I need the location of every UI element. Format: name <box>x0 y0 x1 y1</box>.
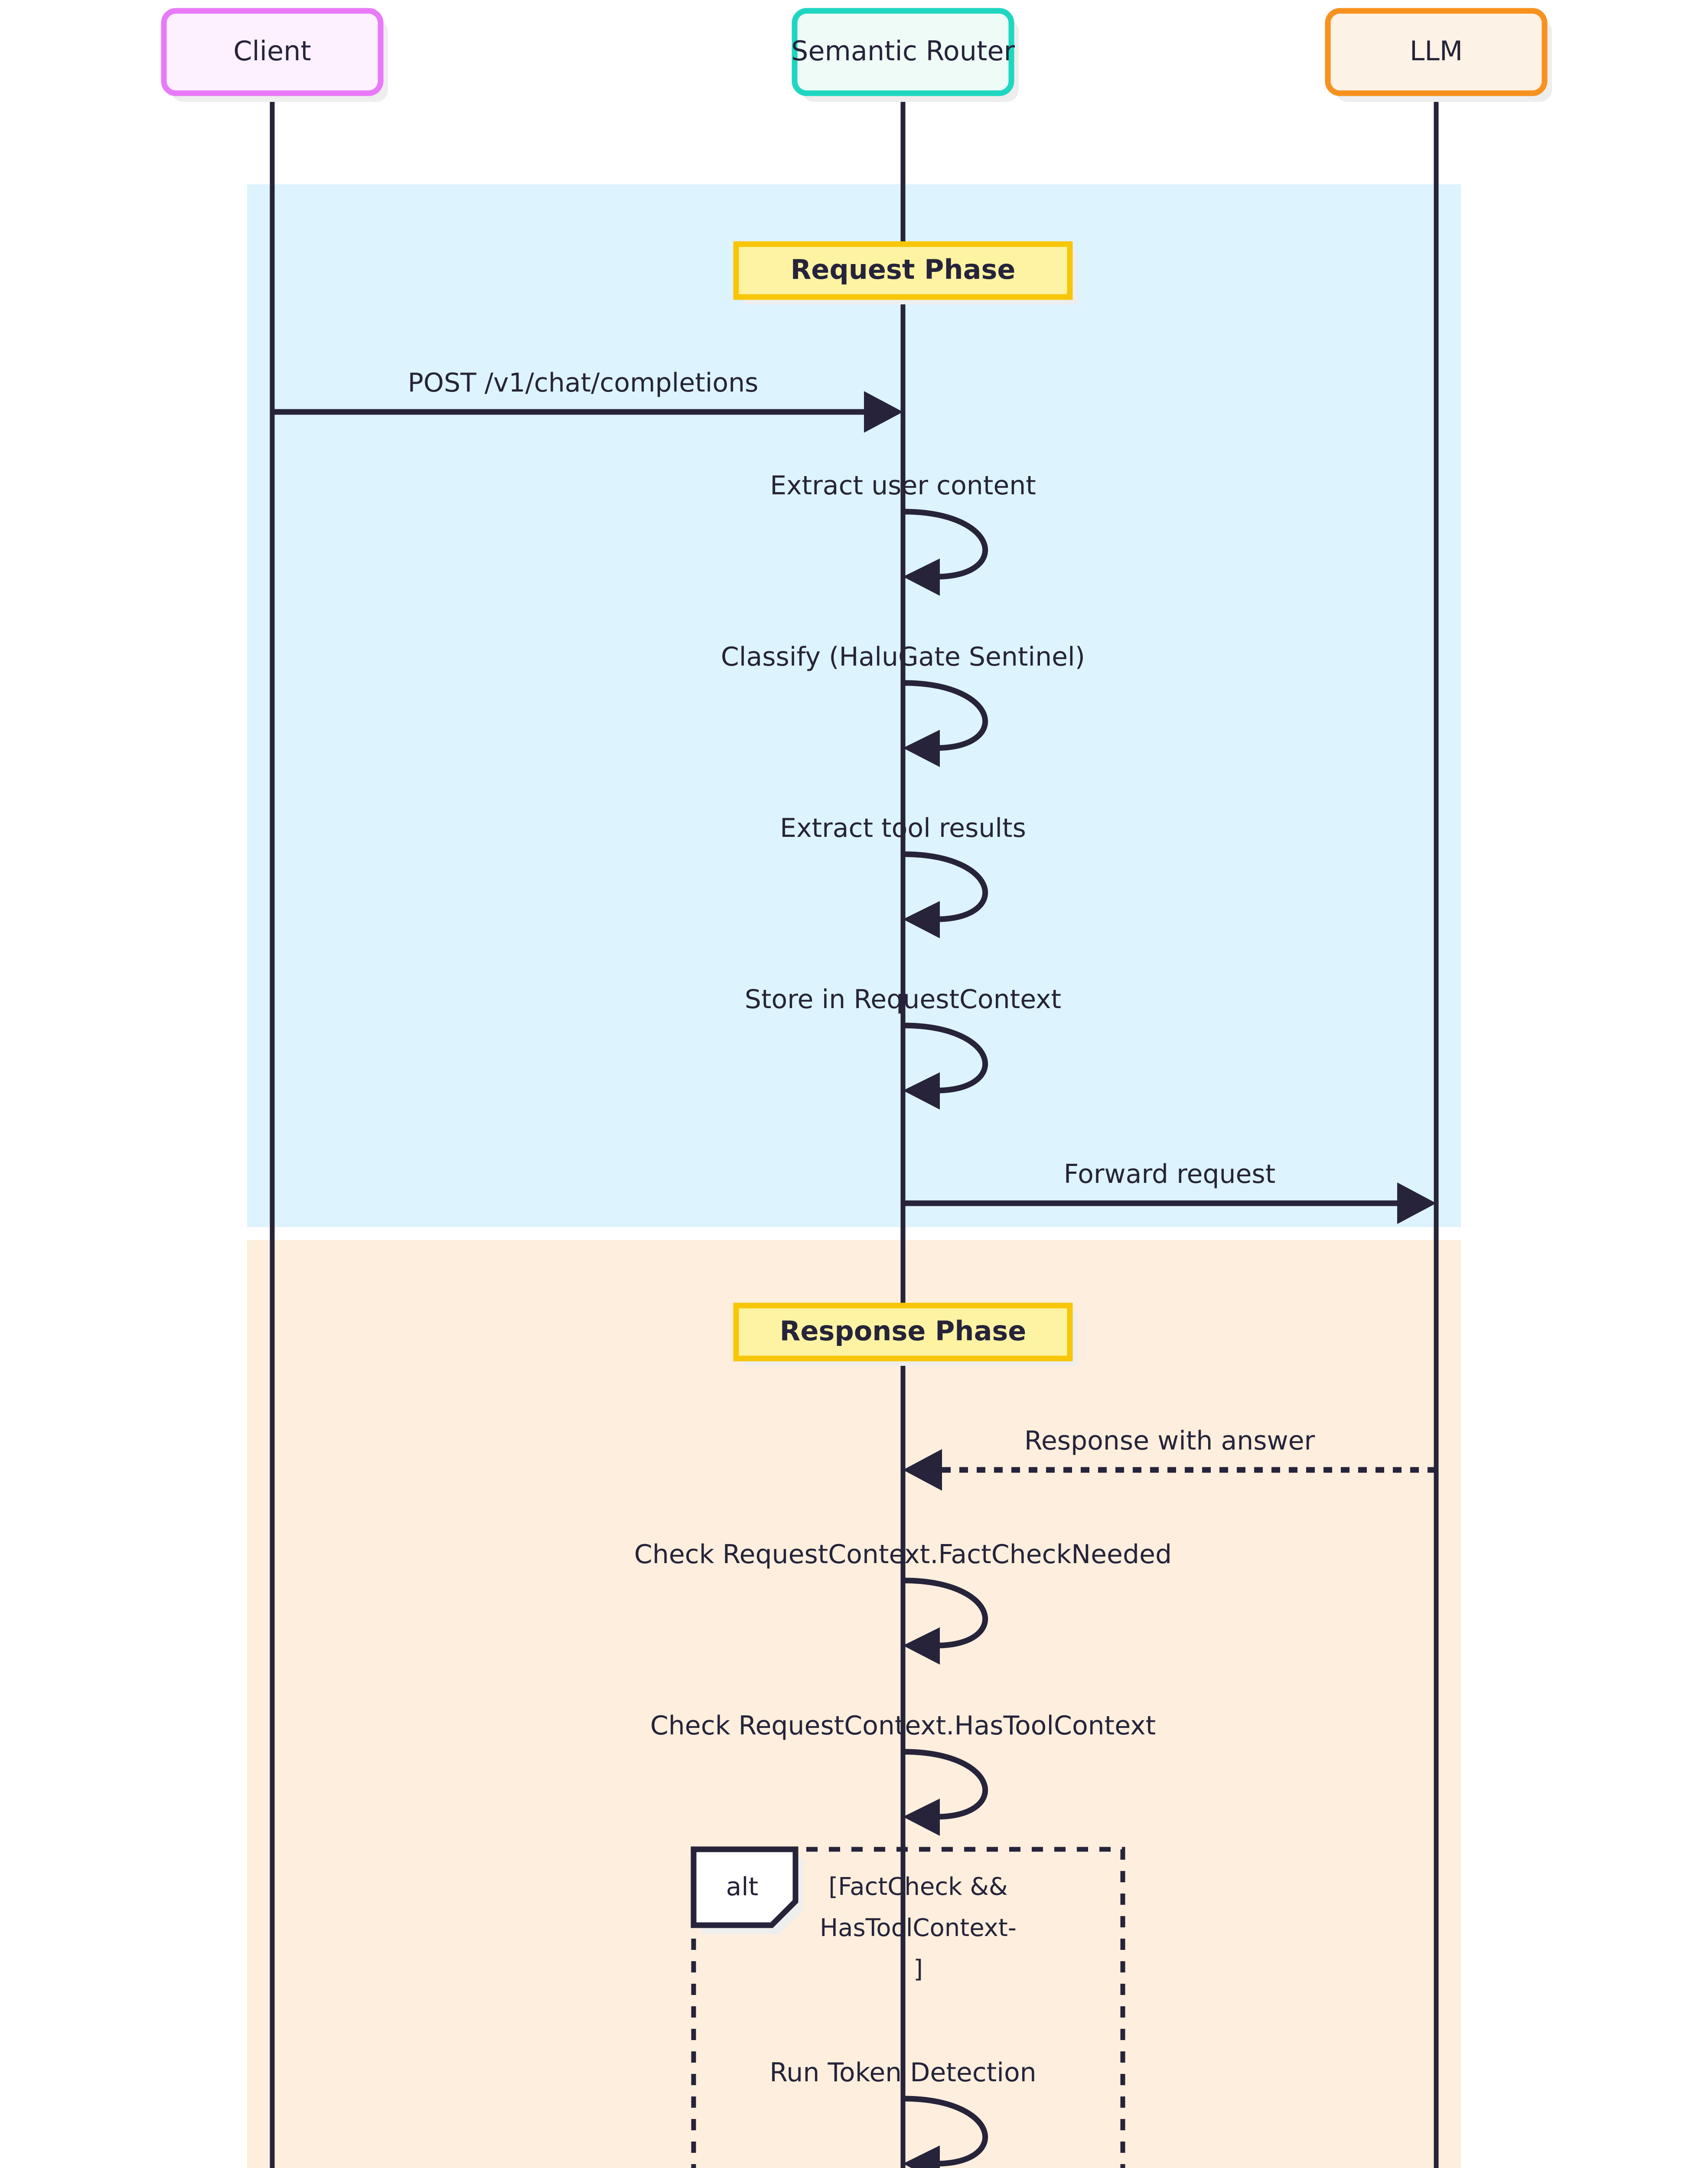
message-run-token-detection: Run Token Detection <box>769 2057 1037 2168</box>
message-label: Extract tool results <box>780 813 1026 843</box>
arrowhead-left <box>903 1072 940 1110</box>
self-loop-path <box>903 2096 988 2167</box>
self-loop-path <box>903 851 988 922</box>
message-classify-halugate-sentinel: Classify (HaluGate Sentinel) <box>721 642 1085 767</box>
actor-box-llm-top[interactable]: LLM <box>1325 8 1552 102</box>
actor-box-router-top[interactable]: Semantic Router <box>791 8 1019 102</box>
alt-fragment[interactable]: alt [FactCheck && HasToolContext- ] Run … <box>691 1846 1125 2168</box>
alt-condition-line-2: HasToolContext- <box>820 1914 1017 1942</box>
actor-rect-router <box>792 8 1014 96</box>
request-phase-band <box>247 184 1461 1227</box>
arrowhead-left <box>903 901 940 938</box>
message-label: Run Token Detection <box>769 2057 1036 2088</box>
arrowhead-left <box>903 1799 940 1836</box>
lifelines <box>270 91 1439 2168</box>
message-label: Store in RequestContext <box>745 984 1061 1015</box>
note-response-phase[interactable]: Response Phase <box>733 1303 1077 1366</box>
message-post-chat-completions: POST /v1/chat/completions <box>272 368 903 433</box>
message-label: Response with answer <box>1024 1426 1315 1456</box>
alt-branch-1-condition: [FactCheck && HasToolContext- ] <box>820 1873 1017 1983</box>
alt-keyword-label: alt <box>726 1872 758 1901</box>
actor-boxes-top: Client Semantic Router LLM <box>161 8 1552 102</box>
arrowhead-left <box>903 1627 940 1665</box>
message-extract-tool-results: Extract tool results <box>780 813 1026 938</box>
note-request-phase[interactable]: Request Phase <box>733 241 1077 304</box>
note-rect-request-phase <box>733 241 1073 300</box>
self-loop-path <box>903 509 988 580</box>
self-loop-path <box>903 680 988 751</box>
message-check-hastoolcontext: Check RequestContext.HasToolContext <box>650 1711 1156 1836</box>
arrowhead-left <box>903 1449 942 1491</box>
note-rect-response-phase <box>733 1303 1073 1362</box>
actor-label-client: Client <box>233 35 311 67</box>
actor-box-client-top[interactable]: Client <box>161 8 388 102</box>
arrowhead-left <box>903 558 940 596</box>
alt-condition-line-3: ] <box>913 1955 923 1983</box>
message-check-factcheckneeded: Check RequestContext.FactCheckNeeded <box>634 1539 1172 1665</box>
message-label: POST /v1/chat/completions <box>408 368 759 398</box>
message-label: Check RequestContext.HasToolContext <box>650 1711 1156 1741</box>
self-loop-path <box>903 1577 988 1649</box>
phase-bands <box>247 184 1461 2168</box>
response-phase-band <box>247 1240 1461 2168</box>
alt-condition-line-1: [FactCheck && <box>828 1873 1007 1901</box>
actor-label-llm: LLM <box>1410 35 1463 67</box>
message-label: Forward request <box>1064 1159 1275 1189</box>
message-extract-user-content: Extract user content <box>770 470 1036 596</box>
note-label-request-phase: Request Phase <box>791 254 1016 285</box>
arrowhead-right <box>1397 1182 1436 1224</box>
arrowhead-left <box>903 730 940 767</box>
message-label: Extract user content <box>770 470 1036 501</box>
message-response-with-answer: Response with answer <box>903 1426 1436 1491</box>
actor-rect-llm <box>1325 8 1548 96</box>
note-label-response-phase: Response Phase <box>780 1315 1027 1347</box>
alt-keyword-tab <box>691 1846 799 1928</box>
message-label: Check RequestContext.FactCheckNeeded <box>634 1539 1172 1570</box>
arrowhead-left <box>903 2145 940 2168</box>
actor-rect-client <box>161 8 384 96</box>
arrowhead-right <box>864 391 903 433</box>
message-forward-request: Forward request <box>903 1159 1436 1224</box>
message-store-in-requestcontext: Store in RequestContext <box>745 984 1061 1110</box>
self-loop-path <box>903 1022 988 1094</box>
message-label: Classify (HaluGate Sentinel) <box>721 642 1085 672</box>
actor-label-router: Semantic Router <box>791 35 1015 67</box>
self-loop-path <box>903 1749 988 1820</box>
